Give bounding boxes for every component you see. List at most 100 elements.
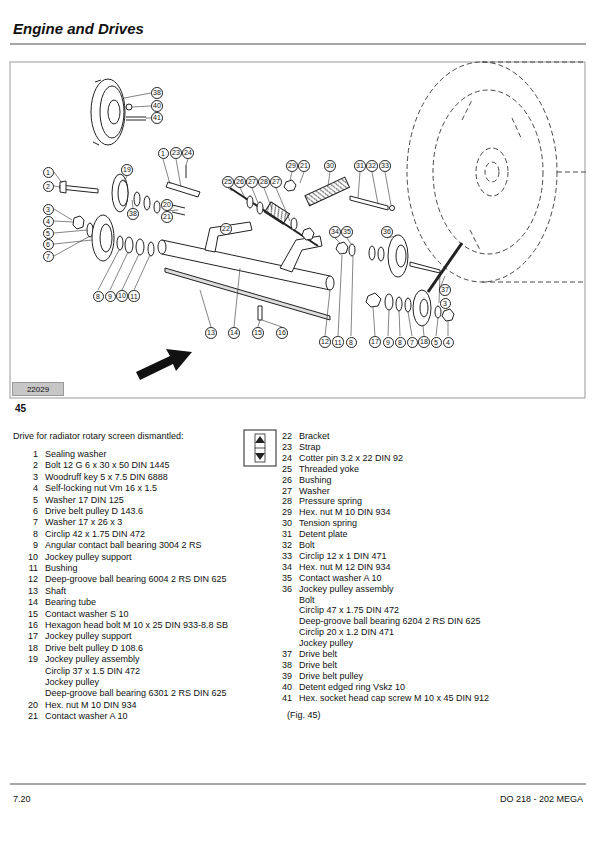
- item-text: Deep-groove ball bearing 6004 2 RS DIN 6…: [45, 574, 227, 585]
- callout-circle: 6: [43, 239, 54, 250]
- item-number: 26: [252, 475, 292, 486]
- callout-number: 20: [163, 201, 171, 208]
- callout-number: 34: [331, 228, 339, 235]
- callout-circle: 13: [205, 327, 217, 339]
- callout-number: 24: [184, 149, 192, 156]
- item-text: Bushing: [45, 563, 78, 574]
- item-number: 27: [252, 486, 292, 497]
- item-text: Circlip 42 x 1.75 DIN 472: [45, 529, 145, 540]
- callout-number: 38: [153, 89, 161, 96]
- callout-circle: 28: [258, 176, 270, 188]
- callout-number: 9: [386, 339, 390, 346]
- item-number: 10: [0, 552, 38, 563]
- item-number: 17: [0, 631, 38, 642]
- item-subline: Deep-groove ball bearing 6301 2 RS DIN 6…: [45, 688, 227, 699]
- item-number: 39: [252, 671, 292, 682]
- callout-number: 33: [381, 162, 389, 169]
- item-text: Contact washer A 10: [45, 711, 128, 722]
- callout-number: 11: [334, 339, 341, 346]
- item-text: Detent edged ring Vskz 10: [299, 682, 405, 693]
- item-text: Bolt 12 G 6 x 30 x 50 DIN 1445: [45, 460, 170, 471]
- item-number: 23: [252, 442, 292, 453]
- item-text: Angular contact ball bearing 3004 2 RS: [45, 540, 202, 551]
- callout-circle: 11: [128, 290, 139, 301]
- item-text: Hex. nut M 10 DIN 934: [299, 507, 391, 518]
- callout-circle: 26: [234, 176, 246, 188]
- item-number: 9: [0, 540, 38, 551]
- callout-number: 21: [163, 213, 171, 220]
- document-code: DO 218 - 202 MEGA: [500, 794, 583, 805]
- callout-number: 9: [108, 293, 112, 300]
- item-text: Cotter pin 3.2 x 22 DIN 92: [299, 453, 403, 464]
- item-text: Hex. socket head cap screw M 10 x 45 DIN…: [299, 693, 489, 704]
- callout-number: 3: [443, 300, 447, 307]
- item-text: Hex. nut M 12 DIN 934: [299, 562, 391, 573]
- callout-number: 15: [254, 329, 262, 336]
- callout-number: 8: [398, 339, 402, 346]
- callout-circle: 25: [222, 176, 234, 188]
- callout-circle: 3: [440, 298, 451, 309]
- callout-circle: 5: [43, 228, 54, 239]
- item-number: 25: [252, 464, 292, 475]
- callout-number: 8: [349, 339, 353, 346]
- item-text: Sealing washer: [45, 449, 107, 460]
- callout-circle: 21: [161, 211, 173, 223]
- item-number: 13: [0, 586, 38, 597]
- item-number: 1: [0, 449, 38, 460]
- callout-number: 37: [441, 286, 449, 293]
- callout-circle: 27: [246, 176, 258, 188]
- item-number: 6: [0, 506, 38, 517]
- direction-symbol: [244, 430, 276, 466]
- item-number: 18: [0, 643, 38, 654]
- callout-circle: 14: [228, 327, 240, 339]
- item-subline: Deep-groove ball bearing 6204 2 RS DIN 6…: [299, 616, 481, 627]
- item-number: 21: [0, 711, 38, 722]
- item-number: 33: [252, 551, 292, 562]
- item-text: Drive belt: [299, 649, 337, 660]
- page-number: 7.20: [13, 794, 31, 805]
- item-number: 5: [0, 495, 38, 506]
- item-number: 16: [0, 620, 38, 631]
- item-text: Drive belt: [299, 660, 337, 671]
- callout-circle: 4: [43, 216, 54, 227]
- item-text: Hex. nut M 10 DIN 934: [45, 700, 137, 711]
- callout-number: 35: [343, 228, 351, 235]
- item-number: 15: [0, 609, 38, 620]
- item-number: 20: [0, 700, 38, 711]
- callout-number: 2: [46, 183, 50, 190]
- item-subline: Circlip 37 x 1.5 DIN 472: [45, 666, 140, 677]
- item-subline: Jockey pulley: [299, 638, 353, 649]
- item-text: Strap: [299, 442, 321, 453]
- callout-number: 40: [153, 102, 161, 109]
- callout-number: 18: [420, 338, 428, 345]
- item-text: Contact washer S 10: [45, 609, 129, 620]
- callout-number: 7: [410, 339, 414, 346]
- list-heading: Drive for radiator rotary screen dismant…: [13, 431, 184, 442]
- callout-circle: 38: [151, 87, 163, 99]
- item-number: 4: [0, 483, 38, 494]
- callout-number: 3: [46, 206, 50, 213]
- callout-number: 36: [383, 228, 391, 235]
- callout-circle: 12: [319, 336, 331, 348]
- figure-reference: (Fig. 45): [287, 710, 321, 721]
- callout-number: 5: [434, 339, 438, 346]
- callout-circle: 36: [381, 226, 393, 238]
- figure-code-tab: 22029: [12, 382, 64, 396]
- callout-circle: 1: [158, 148, 169, 159]
- callout-number: 32: [368, 162, 376, 169]
- callout-circle: 33: [379, 160, 391, 172]
- item-number: 29: [252, 507, 292, 518]
- callout-number: 5: [46, 230, 50, 237]
- item-text: Self-locking nut Vm 16 x 1.5: [45, 483, 157, 494]
- item-text: Bearing tube: [45, 597, 96, 608]
- callout-number: 17: [371, 338, 379, 345]
- item-number: 12: [0, 574, 38, 585]
- callout-number: 19: [123, 166, 131, 173]
- item-text: Jockey pulley assembly: [45, 654, 140, 665]
- item-text: Threaded yoke: [299, 464, 359, 475]
- callout-circle: 7: [407, 337, 418, 348]
- callout-circle: 40: [151, 100, 163, 112]
- callout-number: 23: [172, 149, 180, 156]
- callout-circle: 37: [439, 284, 451, 296]
- item-number: 35: [252, 573, 292, 584]
